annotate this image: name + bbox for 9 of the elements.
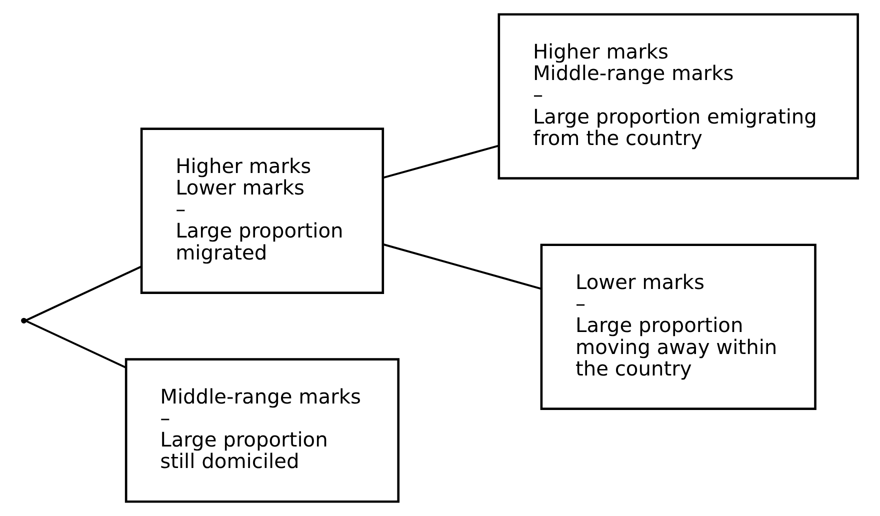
node-box: Middle-range marks – Large proportion still domiciled xyxy=(124,358,400,503)
connector xyxy=(382,243,542,290)
connector xyxy=(382,144,500,179)
node-box: Higher marks Middle-range marks – Large proportion emigrating from the country xyxy=(498,13,859,180)
node-box: Lower marks – Large proportion moving away within the country xyxy=(540,244,816,410)
connector xyxy=(25,320,126,368)
connector xyxy=(25,266,142,322)
node-point xyxy=(21,318,27,324)
node-box: Higher marks Lower marks – Large proportion migrated xyxy=(140,128,384,294)
